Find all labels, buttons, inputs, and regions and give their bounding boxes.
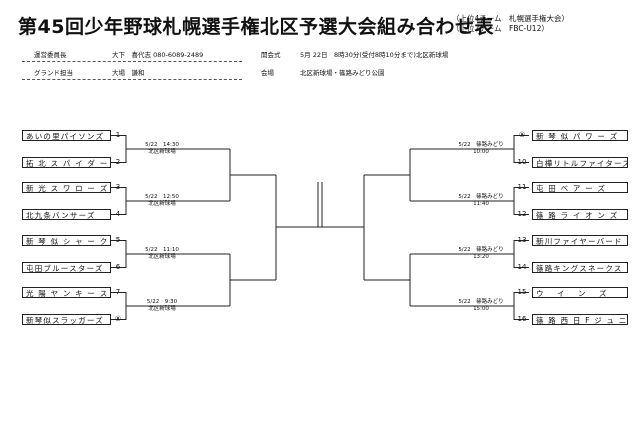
venue-value: 北区新球場・篠路みどり公園 bbox=[300, 69, 385, 77]
match-time-right-3: 13:20 bbox=[473, 253, 489, 260]
team-slot-1: あいの里パイソンズ bbox=[22, 130, 111, 141]
team-slot-14: 篠路キングスネークス bbox=[532, 262, 628, 273]
match-info-left-2: 5/22 12:50 北区新球場 bbox=[132, 194, 192, 207]
match-time-right-2: 11:40 bbox=[473, 200, 489, 207]
match-venue-left-1: 北区新球場 bbox=[148, 148, 176, 155]
seed-11: 11 bbox=[517, 183, 527, 191]
team-slot-5: 新 琴 似 シ ャ ー ク bbox=[22, 235, 111, 246]
team-slot-10: 白樺リトルファイターズ bbox=[532, 157, 628, 168]
seed-6: 6 bbox=[115, 263, 121, 271]
committee-value: 大下 喜代志 080-6089-2489 bbox=[112, 51, 204, 59]
match-venue-left-3: 北区新球場 bbox=[148, 253, 176, 260]
match-venue-right-3: 5/22 篠路みどり bbox=[458, 247, 504, 253]
team-slot-11: 屯 田 ベ ア ー ズ bbox=[532, 182, 628, 193]
seed-9: ⑨ bbox=[518, 131, 526, 139]
team-slot-8: 新琴似スラッガーズ bbox=[22, 314, 111, 325]
team-slot-7: 光 陽 ヤ ン キ ー ス bbox=[22, 287, 111, 298]
match-venue-right-1: 5/22 篠路みどり bbox=[458, 142, 504, 148]
match-info-right-4: 5/22 篠路みどり 15:00 bbox=[450, 299, 512, 312]
ground-value: 大場 謙和 bbox=[112, 69, 145, 77]
seed-4: 4 bbox=[115, 210, 121, 218]
note-line-2: （上位2チーム FBC-U12） bbox=[452, 24, 549, 33]
seed-8: ⑧ bbox=[114, 315, 122, 323]
match-venue-left-2: 北区新球場 bbox=[148, 200, 176, 207]
seed-13: 13 bbox=[517, 236, 527, 244]
match-info-right-1: 5/22 篠路みどり 10:00 bbox=[450, 142, 512, 155]
seed-5: 5 bbox=[115, 236, 121, 244]
match-info-left-4: 5/22 9:30 北区新球場 bbox=[132, 299, 192, 312]
seed-12: 12 bbox=[517, 210, 527, 218]
match-info-right-3: 5/22 篠路みどり 13:20 bbox=[450, 247, 512, 260]
venue-label: 会場 bbox=[261, 69, 274, 77]
team-slot-13: 新川ファイヤーバード bbox=[532, 235, 628, 246]
match-venue-right-2: 5/22 篠路みどり bbox=[458, 194, 504, 200]
page-title: 第45回少年野球札幌選手権北区予選大会組み合わせ表 bbox=[18, 16, 494, 38]
team-slot-6: 屯田ブルースターズ bbox=[22, 262, 111, 273]
match-time-right-4: 15:00 bbox=[473, 305, 489, 312]
team-slot-3: 新 光 ス ワ ロ ー ズ bbox=[22, 182, 111, 193]
match-venue-left-4: 北区新球場 bbox=[148, 305, 176, 312]
team-slot-4: 北九条バンサーズ bbox=[22, 209, 111, 220]
seed-2: 2 bbox=[115, 158, 121, 166]
seed-14: 14 bbox=[517, 263, 527, 271]
match-info-left-3: 5/22 11:10 北区新球場 bbox=[132, 247, 192, 260]
match-time-right-1: 10:00 bbox=[473, 148, 489, 155]
match-info-right-2: 5/22 篠路みどり 11:40 bbox=[450, 194, 512, 207]
match-date-left-2: 5/22 12:50 bbox=[145, 194, 179, 200]
team-slot-12: 篠 路 ラ イ オ ン ズ bbox=[532, 209, 628, 220]
team-slot-15: ウ イ ン ズ bbox=[532, 287, 628, 298]
seed-10: 10 bbox=[517, 158, 527, 166]
seed-7: 7 bbox=[115, 288, 121, 296]
match-date-left-3: 5/22 11:10 bbox=[145, 247, 179, 253]
ground-label: グランド担当 bbox=[34, 69, 73, 77]
seed-16: 16 bbox=[517, 315, 527, 323]
opening-value: 5月 22日 8時30分(受付8時10分まで)北区新球場 bbox=[300, 51, 449, 59]
team-slot-16: 篠 路 西 日 F ジ ュ ニ ア bbox=[532, 314, 628, 325]
qualification-notes: （上位4チーム 札幌選手権大会） （上位2チーム FBC-U12） bbox=[452, 14, 569, 34]
seed-1: 1 bbox=[115, 131, 121, 139]
opening-label: 開会式 bbox=[261, 51, 281, 59]
seed-15: 15 bbox=[517, 288, 527, 296]
seed-3: 3 bbox=[115, 183, 121, 191]
committee-label: 運営委員長 bbox=[34, 51, 67, 59]
team-slot-2: 拓 北 ス パ イ ダ ー ズ bbox=[22, 157, 111, 168]
match-info-left-1: 5/22 14:30 北区新球場 bbox=[132, 142, 192, 155]
team-slot-9: 新 琴 似 パ ワ ー ズ bbox=[532, 130, 628, 141]
match-venue-right-4: 5/22 篠路みどり bbox=[458, 299, 504, 305]
info-divider-2 bbox=[22, 79, 242, 80]
note-line-1: （上位4チーム 札幌選手権大会） bbox=[452, 14, 570, 23]
info-divider-1 bbox=[22, 61, 242, 62]
match-date-left-4: 5/22 9:30 bbox=[146, 299, 178, 305]
match-date-left-1: 5/22 14:30 bbox=[145, 142, 179, 148]
